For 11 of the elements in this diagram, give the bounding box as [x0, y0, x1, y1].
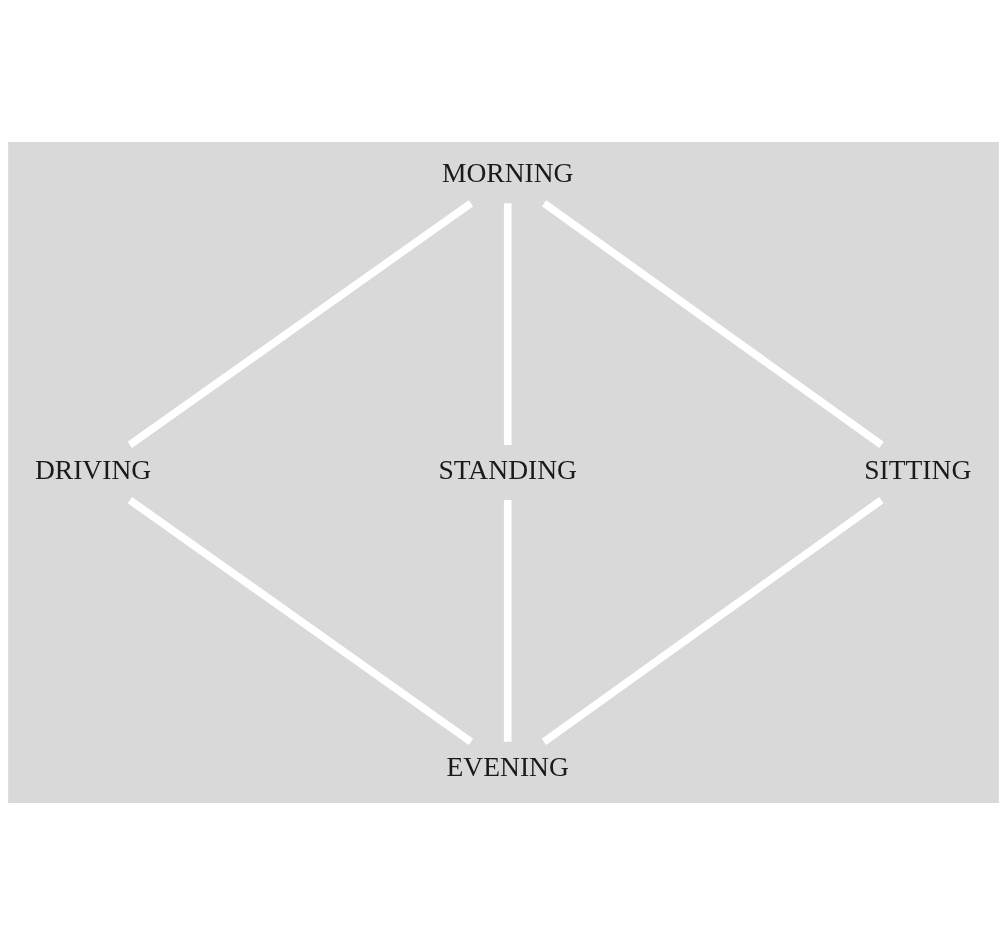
node-text: DRIVING — [34, 453, 152, 485]
node-text: EVENING — [446, 750, 569, 782]
node-text: STANDING — [438, 453, 577, 485]
connector — [127, 496, 474, 745]
connector — [503, 499, 512, 742]
node-text: SITTING — [864, 453, 972, 485]
node-text: MORNING — [441, 156, 574, 188]
connector — [127, 199, 474, 448]
connector — [503, 202, 512, 445]
connector — [541, 496, 884, 745]
connector — [541, 199, 884, 448]
